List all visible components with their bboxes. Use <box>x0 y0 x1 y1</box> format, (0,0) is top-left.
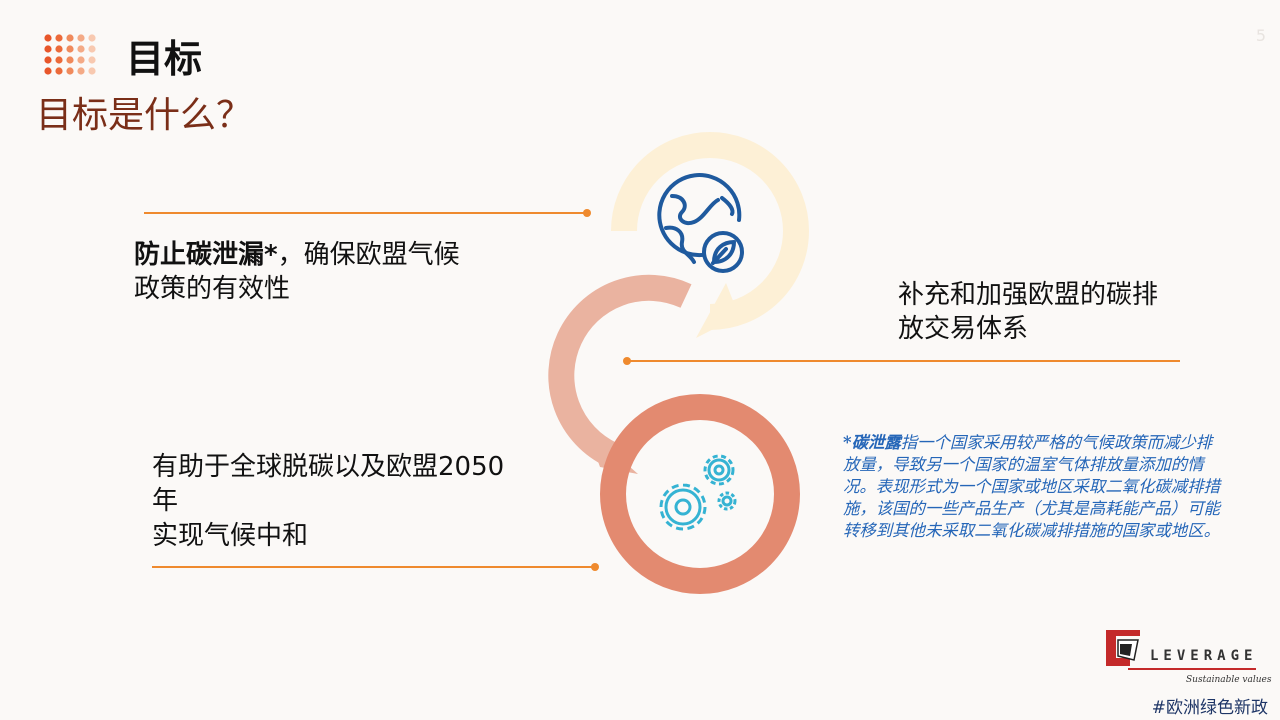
footnote-text: 指一个国家采用较严格的气候政策而减少排放量，导致另一个国家的温室气体排放量添加的… <box>843 433 1220 540</box>
goal1-text: 防止碳泄漏*，确保欧盟气候 政策的有效性 <box>134 238 554 307</box>
leverage-logo-icon <box>1106 630 1140 666</box>
decorative-dot-grid-icon <box>44 34 96 75</box>
goal1-rest: ，确保欧盟气候 <box>277 240 460 270</box>
goal3-line2: 年 <box>152 486 179 517</box>
bottom-ring <box>600 394 800 594</box>
goal2-line2: 放交易体系 <box>898 314 1029 345</box>
goal3-line1: 有助于全球脱碳以及欧盟2050 <box>152 452 505 482</box>
footnote-term: *碳泄露 <box>843 433 901 452</box>
goal2-text: 补充和加强欧盟的碳排 放交易体系 <box>898 278 1228 347</box>
carbon-leakage-footnote: *碳泄露指一个国家采用较严格的气候政策而减少排放量，导致另一个国家的温室气体排放… <box>843 432 1223 542</box>
goal1-bold-term: 防止碳泄漏* <box>134 240 278 270</box>
goal3-connector-dot <box>591 563 599 571</box>
page-subtitle: 目标是什么？ <box>36 95 253 136</box>
top-ring <box>611 132 809 338</box>
goal1-line1: 防止碳泄漏*，确保欧盟气候 <box>134 238 554 272</box>
goal3-connector-line <box>152 566 592 568</box>
goal2-connector-dot <box>623 357 631 365</box>
goal1-connector-line <box>144 212 586 214</box>
goal1-connector-dot <box>583 209 591 217</box>
goal3-line3: 实现气候中和 <box>152 520 309 551</box>
logo-underline <box>1128 668 1256 670</box>
logo-slogan: Sustainable values <box>1186 675 1272 685</box>
goal3-text: 有助于全球脱碳以及欧盟2050 年 实现气候中和 <box>152 450 572 553</box>
logo-wordmark: LEVERAGE <box>1150 648 1258 664</box>
globe-leaf-icon <box>657 173 744 273</box>
gears-icon <box>659 454 737 531</box>
page-number: 5 <box>1255 26 1266 45</box>
goal2-connector-line <box>628 360 1180 362</box>
goal2-line1: 补充和加强欧盟的碳排 <box>898 280 1159 310</box>
page-title: 目标 <box>126 37 203 81</box>
hashtag-label: #欧洲绿色新政 <box>1151 698 1268 718</box>
goal1-line2: 政策的有效性 <box>134 274 291 305</box>
